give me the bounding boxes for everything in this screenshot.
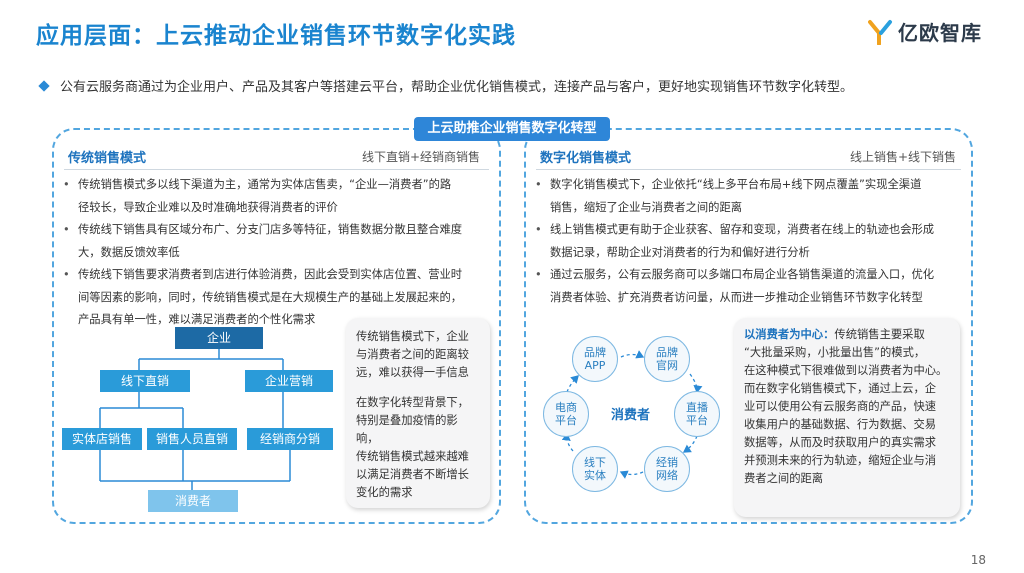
flow-node-dealer-distribution: 经销商分销	[247, 428, 333, 450]
left-callout: 传统销售模式下，企业 与消费者之间的距离较 远，难以获得一手信息 在数字化转型背…	[346, 318, 490, 508]
intro-line: 公有云服务商通过为企业用户、产品及其客户等搭建云平台，帮助企业优化销售模式，连接…	[38, 76, 854, 95]
right-divider	[536, 169, 961, 170]
right-panel	[524, 128, 973, 524]
left-panel	[52, 128, 501, 524]
logo-icon	[868, 19, 892, 45]
banner: 上云助推企业销售数字化转型	[414, 117, 610, 141]
flow-node-consumer: 消费者	[148, 490, 238, 512]
left-section-title: 传统销售模式	[68, 151, 147, 166]
right-section-tag: 线上销售+线下销售	[850, 150, 957, 164]
flow-node-enterprise-marketing: 企业营销	[245, 370, 333, 392]
cycle-node-dealer-network: 经销网络	[644, 446, 690, 492]
page-number: 18	[970, 553, 986, 567]
intro-text: 公有云服务商通过为企业用户、产品及其客户等搭建云平台，帮助企业优化销售模式，连接…	[60, 80, 854, 95]
logo: 亿欧智库	[868, 17, 982, 46]
flow-node-store-sales: 实体店销售	[62, 428, 142, 450]
list-item: 传统线下销售要求消费者到店进行体验消费，因此会受到实体店位置、营业时 间等因素的…	[58, 264, 498, 332]
left-bullet-list: 传统销售模式多以线下渠道为主，通常为实体店售卖，“企业—消费者”的路 径较长，导…	[58, 174, 498, 332]
cycle-center-consumer: 消费者	[611, 408, 651, 423]
page-title: 应用层面：上云推动企业销售环节数字化实践	[36, 23, 516, 49]
flow-node-enterprise: 企业	[175, 327, 263, 349]
list-item: 传统线下销售具有区域分布广、分支门店多等特征，销售数据分散且整合难度 大，数据反…	[58, 219, 498, 264]
cycle-node-offline-store: 线下实体	[572, 446, 618, 492]
right-section-title: 数字化销售模式	[540, 151, 632, 166]
right-callout: 以消费者为中心：传统销售主要采取 “大批量采购，小批量出售”的模式， 在这种模式…	[734, 318, 960, 517]
cycle-node-brand-website: 品牌官网	[644, 336, 690, 382]
flow-node-salesperson-direct: 销售人员直销	[147, 428, 237, 450]
callout-paragraph: 以消费者为中心：传统销售主要采取 “大批量采购，小批量出售”的模式， 在这种模式…	[744, 328, 948, 485]
callout-paragraph: 传统销售模式下，企业 与消费者之间的距离较 远，难以获得一手信息	[356, 330, 469, 379]
cycle-node-ecommerce: 电商平台	[543, 391, 589, 437]
cycle-node-live-platform: 直播平台	[674, 391, 720, 437]
list-item: 线上销售模式更有助于企业获客、留存和变现，消费者在线上的轨迹也会形成 数据记录，…	[530, 219, 970, 264]
left-divider	[64, 169, 489, 170]
list-item: 传统销售模式多以线下渠道为主，通常为实体店售卖，“企业—消费者”的路 径较长，导…	[58, 174, 498, 219]
right-bullet-list: 数字化销售模式下，企业依托“线上多平台布局+线下网点覆盖”实现全渠道 销售，缩短…	[530, 174, 970, 309]
left-section-tag: 线下直销+经销商销售	[362, 150, 481, 164]
logo-text: 亿欧智库	[898, 21, 982, 45]
list-item: 通过云服务，公有云服务商可以多端口布局企业各销售渠道的流量入口，优化 消费者体验…	[530, 264, 970, 309]
flow-node-offline-direct: 线下直销	[100, 370, 190, 392]
callout-paragraph: 在数字化转型背景下， 特别是叠加疫情的影响， 传统销售模式越来越难 以满足消费者…	[356, 396, 469, 499]
list-item: 数字化销售模式下，企业依托“线上多平台布局+线下网点覆盖”实现全渠道 销售，缩短…	[530, 174, 970, 219]
